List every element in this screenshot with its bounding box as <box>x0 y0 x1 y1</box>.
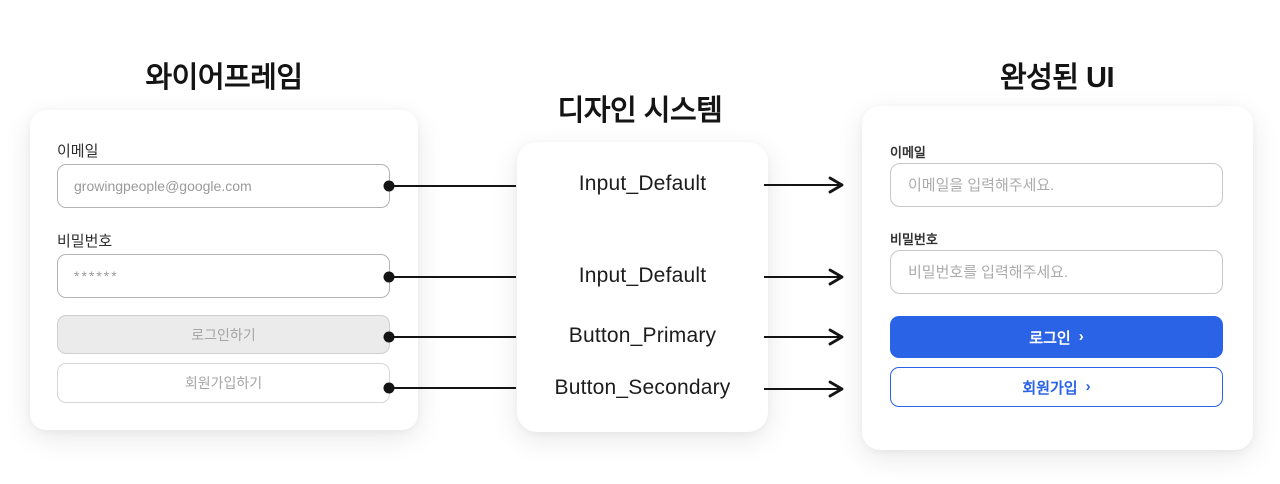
wireframe-login-button[interactable]: 로그인하기 <box>57 315 390 354</box>
final-ui-login-button-label: 로그인 <box>1029 329 1071 347</box>
final-ui-password-label: 비밀번호 <box>890 232 938 247</box>
design-system-panel-title: 디자인 시스템 <box>557 95 723 127</box>
component-label-input-default-2: Input_Default <box>578 264 707 287</box>
wireframe-signup-button[interactable]: 회원가입하기 <box>57 363 390 403</box>
final-ui-password-input[interactable] <box>890 250 1223 294</box>
final-ui-panel-title: 완성된 UI <box>999 62 1115 94</box>
wireframe-email-input[interactable] <box>57 164 390 208</box>
chevron-right-icon: › <box>1078 327 1084 345</box>
component-label-button-secondary: Button_Secondary <box>554 376 731 399</box>
final-ui-email-input[interactable] <box>890 163 1223 207</box>
final-ui-card: 이메일 비밀번호 로그인 › 회원가입 › <box>862 106 1253 450</box>
component-label-button-primary: Button_Primary <box>568 324 717 347</box>
final-ui-login-button[interactable]: 로그인 › <box>890 316 1223 358</box>
component-label-input-default-1: Input_Default <box>578 172 707 195</box>
final-ui-email-label: 이메일 <box>890 145 926 160</box>
design-system-card: Input_Default Input_Default Button_Prima… <box>517 142 768 432</box>
wireframe-panel-title: 와이어프레임 <box>145 62 303 94</box>
wireframe-password-input[interactable] <box>57 254 390 298</box>
wireframe-password-label: 비밀번호 <box>57 233 113 250</box>
wireframe-email-label: 이메일 <box>57 143 99 160</box>
final-ui-signup-button-label: 회원가입 <box>1022 379 1078 397</box>
wireframe-card: 이메일 비밀번호 로그인하기 회원가입하기 <box>30 110 418 430</box>
final-ui-signup-button[interactable]: 회원가입 › <box>890 367 1223 407</box>
chevron-right-icon: › <box>1085 377 1091 395</box>
